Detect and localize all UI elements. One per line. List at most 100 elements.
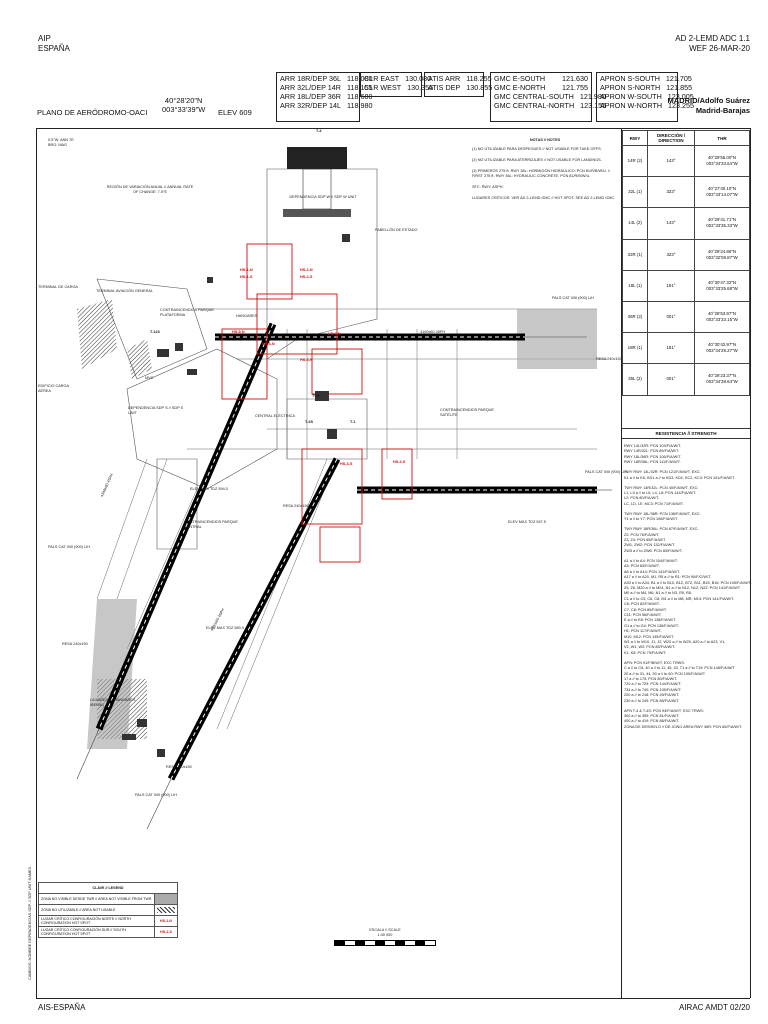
hot-spot-hs6n: HS-6-N xyxy=(328,332,341,336)
header-left: AIP ESPAÑA xyxy=(38,34,70,54)
hot-spot-hs1s: HS-1-S xyxy=(240,275,253,279)
scale-bar xyxy=(334,940,436,946)
aerodrome-elevation: ELEV 609 xyxy=(218,108,252,117)
runways xyxy=(95,322,597,781)
thr-header: THR xyxy=(694,130,750,146)
strength-line: C a // to C6, 40 a // to 11, 45, 43, T1 … xyxy=(624,666,736,671)
strength-line: V2, W1, W2: PCN 85/F/A/W/T. xyxy=(624,645,676,650)
approach-lights xyxy=(76,336,612,830)
strength-line: E a // to E8: PCN 138/F/A/W/T. xyxy=(624,618,676,623)
aerodrome-map xyxy=(76,147,612,830)
not-visible-zone-1 xyxy=(517,309,597,369)
mvc-label: MVC xyxy=(145,376,154,380)
strength-line: APN T-4 & T-4S: PCN 93/F/A/W/T, EXC TRWS… xyxy=(624,708,704,713)
city-name: MADRID/Adolfo Suárez xyxy=(667,96,751,105)
strength-line: C6: PCN 82/F/A/W/T. xyxy=(624,602,660,607)
legend-row: ZONA NO VISIBLE DESDE TWR // AREA NOT VI… xyxy=(38,893,178,905)
strength-line: Z2: PCN 76/F/A/W/T. xyxy=(624,532,660,537)
strength-line: C11: PCN 96/F/A/W/T. xyxy=(624,612,662,617)
strength-line: G1 a // to G4: PCN 136/F/A/W/T. xyxy=(624,623,679,628)
legend-title: CLAVE // LEGEND xyxy=(38,882,178,894)
fire-station-apron-label: CONTRAINCENDIOS PARQUE PLATAFORMA xyxy=(160,308,214,317)
pals-label-3: PALS CAT II/III (900) LIH xyxy=(135,793,177,797)
strength-line: 17 a // to 175: PCN 80/F/A/W/T. xyxy=(624,677,678,681)
footer-publisher: AIS-ESPAÑA xyxy=(38,1003,86,1012)
pals-label-2: PALS CAT II/III (900) LIH xyxy=(48,545,90,549)
strength-line: A30 a // to A34, B1 a // to B10, B1Z, B7… xyxy=(624,580,752,585)
terminal-t4-pier xyxy=(283,209,351,217)
la-munoza-label: LA MUÑOZA (HANGARES IBERIA) xyxy=(90,698,136,707)
elev-max-label-3: ELEV MAX TDZ 580.0 xyxy=(206,626,244,630)
scale-title: ESCALA // SCALE xyxy=(369,928,401,932)
t1-label: T-1 xyxy=(350,420,356,424)
strength-line: 720 a // to 729: PCN 144/F/A/W/T. xyxy=(624,682,682,687)
scale-value: 1:30 000 xyxy=(377,933,393,937)
t4-label: T-4 xyxy=(316,129,322,133)
strength-line: RWY 18L/36R: PCN 106/F/A/W/T. xyxy=(624,454,682,459)
state-pavilion-label: PABELLÓN DE ESTADO xyxy=(375,228,418,232)
effective-date: WEF 26-MAR-20 xyxy=(689,44,750,53)
note-item: LUGARES CRÍTICOS: VER AD 2-LEMD GMC // H… xyxy=(472,196,616,200)
terminal-t4-block xyxy=(287,147,347,169)
strength-line: APN: PCN 91/F/B/W/T, EXC TRWS: xyxy=(624,660,685,665)
strength-line: ZONA DE DESHIELO // DE-ICING AREA RWY 36… xyxy=(624,724,743,729)
strength-line: LC, LD, LE, MC3: PCN 71/F/A/W/T. xyxy=(624,501,684,506)
bottom-frame-line xyxy=(36,998,750,999)
strength-line: RWY 14L/32R: PCN 103/F/A/W/T. xyxy=(624,444,682,448)
strength-line: M0 a // to M4, M6, N1 a // to N3, R5, R8… xyxy=(624,591,692,596)
note-item: SFC: RWY: ASPH. xyxy=(472,185,504,189)
strength-line: Z5, Z6, M20 a // to M24, N1 a // to N12,… xyxy=(624,585,741,590)
legend-row: LUGAR CRÍTICO CONFIGURACIÓN NORTE // NOR… xyxy=(38,915,178,927)
strength-line: A17 a // to A20, M1, R5 a // to R1: PCN … xyxy=(624,575,711,580)
strength-line: L2: PCN 80/F/A/W/T. xyxy=(624,496,660,501)
header-right: AD 2-LEMD ADC 1.1 WEF 26-MAR-20 xyxy=(675,34,750,54)
sdp-s-label: DEPENDENCIA SDP S // SDP S UNIT xyxy=(128,406,184,415)
chart-id: AD 2-LEMD ADC 1.1 xyxy=(675,34,750,43)
right-frame-line xyxy=(750,128,751,998)
strength-line: K1 a // to K5, KD1 a // to KD3, KD2, KC2… xyxy=(624,475,735,480)
top-frame-line xyxy=(36,128,750,129)
power-station-label: CENTRAL ELÉCTRICA xyxy=(255,414,295,418)
strength-line: ZW1, ZW2: PCN 132/F/A/W/T. xyxy=(624,543,676,548)
strength-line: C7, C8: PCN 80/F/A/W/T. xyxy=(624,607,667,612)
strength-line: 20 a // to 31, 44, 50 a // to 60: PCN 10… xyxy=(624,671,706,676)
strength-line: A5: PCN 83/F/A/W/T. xyxy=(624,564,660,569)
strength-line: 300 a // to 399: PCN 81/F/A/W/T. xyxy=(624,714,680,719)
strength-line: RWY 18R/36L: PCN 111/F/A/W/T. xyxy=(624,460,681,465)
annual-variation-label: REGIÓN DE VARIACIÓN ANUAL // ANNUAL RATE… xyxy=(106,185,194,194)
strength-list: RWY 14L/32R: PCN 103/F/A/W/T.RWY 14R/32L… xyxy=(624,444,752,730)
chart-title: PLANO DE AERÓDROMO-OACI xyxy=(37,108,148,117)
hot-spot-hs4n: HS-4-N xyxy=(300,358,313,362)
runway-table: RWY DIRECCIÓN / DIRECTION THR 14R (2)143… xyxy=(622,130,750,396)
strength-line: TWY RWY 18L/36R: PCN 136/F/A/W/T, EXC: xyxy=(624,511,701,516)
changes-note: CAMBIOS: NOMBRE DEPENDENCIAS SDP. // SDP… xyxy=(28,865,32,980)
strength-line: C1 a // to C5, C6, C8, M1 a // to M8, MR… xyxy=(624,596,735,601)
resa-label-4: RESA 240x150 xyxy=(283,504,309,508)
airport-name-block: MADRID/Adolfo Suárez Madrid-Barajas xyxy=(668,96,751,116)
strength-line: 230 a // to 249: PCN 85/F/A/W/T. xyxy=(624,698,680,703)
rwy-14r-dimensions: 4100x60 45PH xyxy=(420,330,446,334)
pals-label-4: PALS CAT II/III (900) LIH xyxy=(585,470,627,474)
t4s-label: T-4S xyxy=(305,420,314,424)
aip-label: AIP xyxy=(38,34,51,43)
strength-line: Z3, Z4: PCN 65/F/A/W/T. xyxy=(624,538,666,543)
strength-line: W1 a // to W10, J1, J2, W20 a // to W25,… xyxy=(624,639,726,644)
pals-label-1: PALS CAT II/III (900) LIH xyxy=(552,296,594,300)
direction-header: DIRECCIÓN / DIRECTION xyxy=(647,130,695,146)
strength-line: ZW3 a // to ZW6: PCN 83/F/A/W/T. xyxy=(624,548,683,553)
hot-spot-hs3s: HS-3-S xyxy=(340,462,353,466)
airport-name: Madrid-Barajas xyxy=(695,106,750,115)
buildings xyxy=(122,234,350,757)
hot-spot-hs4s: HS-4-S xyxy=(393,460,406,464)
elev-max-label-2: ELEV MAX TDZ 597.5 xyxy=(508,520,546,524)
legend-table: CLAVE // LEGEND ZONA NO VISIBLE DESDE TW… xyxy=(38,882,178,938)
not-visible-zone-2 xyxy=(87,599,137,749)
footer-amendment: AIRAC AMDT 02/20 xyxy=(679,1003,750,1012)
note-item: (2) NO UTILIZABLE PARA ATERRIZAJES // NO… xyxy=(472,158,602,162)
fire-station-central-label: CONTRAINCENDIOS PARQUE CENTRAL xyxy=(184,520,238,529)
